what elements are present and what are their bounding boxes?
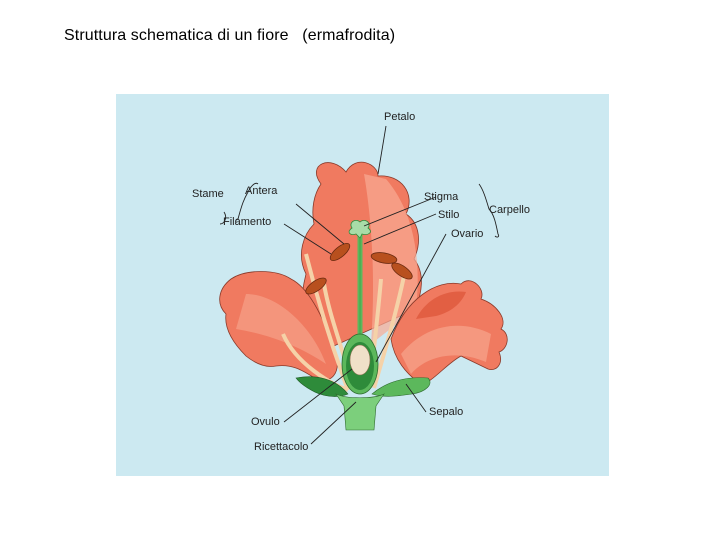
flower-diagram: Petalo Stame Antera Filamento Stigma Sti… — [116, 94, 609, 476]
flower-illustration — [219, 125, 508, 445]
label-stigma: Stigma — [424, 191, 459, 203]
label-carpello: Carpello — [489, 204, 530, 216]
label-ovulo: Ovulo — [251, 416, 280, 428]
label-stame: Stame — [192, 188, 224, 200]
stigma — [348, 220, 371, 239]
label-ovario: Ovario — [451, 228, 484, 240]
label-petalo: Petalo — [384, 111, 416, 123]
sepal-right — [371, 377, 431, 397]
label-antera: Antera — [245, 185, 278, 197]
receptacle — [335, 393, 385, 431]
page-title: Struttura schematica di un fiore (ermafr… — [64, 27, 396, 44]
ovule — [349, 344, 371, 376]
label-filamento: Filamento — [223, 216, 272, 228]
label-stilo: Stilo — [438, 209, 460, 221]
label-sepalo: Sepalo — [429, 406, 464, 418]
sepal-left — [295, 376, 349, 397]
label-ricettacolo: Ricettacolo — [254, 441, 309, 453]
